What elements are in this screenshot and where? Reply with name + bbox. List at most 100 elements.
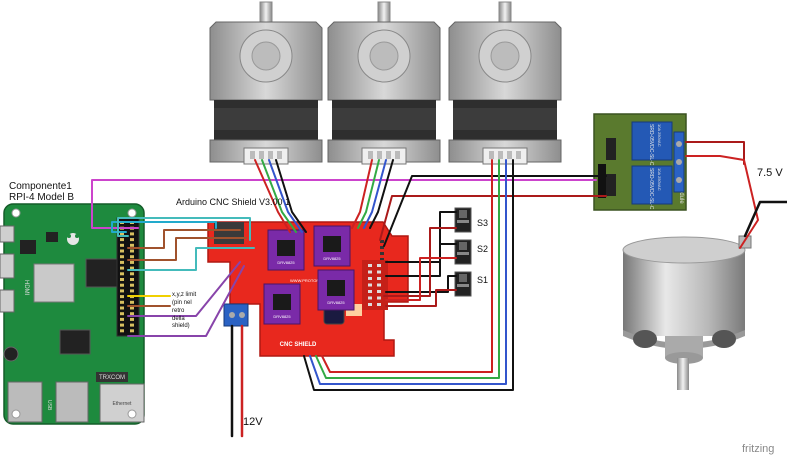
wire-black bbox=[385, 243, 457, 277]
voltage-12v-label: 12V bbox=[243, 416, 263, 428]
wire-dark-red bbox=[685, 141, 745, 165]
driver-chip bbox=[277, 240, 295, 256]
gpio-pin bbox=[120, 255, 124, 259]
motor-connector-pin bbox=[277, 151, 282, 159]
limit-pin bbox=[368, 277, 372, 280]
limit-note-line: della bbox=[172, 316, 185, 322]
wire-black bbox=[275, 159, 307, 233]
limit-switch-s1 bbox=[454, 271, 472, 297]
wire-blue bbox=[363, 159, 387, 229]
dc-power-jack bbox=[214, 222, 244, 244]
gpio-pin bbox=[130, 278, 134, 281]
gpio-pin bbox=[120, 323, 124, 327]
rpi-usb-controller bbox=[59, 329, 91, 355]
switch-s1-label: S1 bbox=[477, 275, 489, 285]
wire-black bbox=[303, 159, 514, 391]
gpio-pin bbox=[130, 317, 134, 321]
gpio-pin bbox=[130, 255, 134, 259]
stepper-driver-2: DRV8825 bbox=[313, 225, 351, 267]
gpio-pin bbox=[120, 312, 124, 316]
wire-green bbox=[357, 159, 380, 229]
limit-pin bbox=[368, 296, 372, 300]
relay-input-header bbox=[598, 164, 606, 198]
shield-pin bbox=[380, 246, 384, 249]
fritzing-watermark: fritzing bbox=[742, 443, 775, 455]
rpi-hdmi-port-2 bbox=[0, 289, 15, 313]
shield-pin bbox=[380, 252, 384, 255]
wire-cyan bbox=[111, 221, 217, 233]
limit-pin bbox=[377, 290, 381, 293]
gpio-pin bbox=[120, 249, 124, 253]
limit-pin bbox=[368, 290, 372, 293]
shield-limit-header bbox=[362, 260, 388, 310]
rpi-usb-text: USB bbox=[46, 400, 52, 411]
gpio-pin bbox=[120, 260, 124, 264]
motor-connector-pin bbox=[507, 151, 512, 159]
motor-connector-pin bbox=[368, 151, 373, 159]
wire-black bbox=[385, 211, 457, 263]
driver-chip bbox=[323, 236, 341, 252]
motor-connector-pin bbox=[395, 151, 400, 159]
stepper-motor-1 bbox=[209, 1, 323, 165]
gpio-pin bbox=[120, 278, 124, 281]
rpi-hdmi-text: HDMI bbox=[23, 280, 29, 296]
shield-pin bbox=[380, 258, 384, 261]
gpio-pin bbox=[120, 306, 124, 310]
limit-pin bbox=[377, 270, 381, 274]
wire-teal bbox=[127, 247, 255, 271]
dc-motor bbox=[622, 235, 752, 390]
gpio-pin bbox=[130, 232, 134, 236]
dc-motor-shaft bbox=[677, 358, 689, 390]
limit-pin bbox=[368, 264, 372, 267]
switch-actuator bbox=[459, 242, 467, 250]
relay-2 bbox=[631, 165, 673, 205]
wire-blue bbox=[268, 159, 303, 233]
stepper-driver-3: DRV8825 bbox=[263, 283, 301, 325]
relay-1 bbox=[631, 121, 673, 161]
gpio-pin bbox=[130, 323, 134, 327]
limit-note-line: retro bbox=[172, 308, 185, 314]
relay-2-rating: 10A 250VAC bbox=[657, 168, 662, 191]
wire-black bbox=[385, 275, 457, 293]
gpio-pin bbox=[120, 272, 124, 276]
driver-chip-text: DRV8825 bbox=[323, 256, 341, 261]
wire-purple bbox=[127, 261, 241, 317]
gpio-pin bbox=[130, 283, 134, 287]
limit-pin bbox=[377, 264, 381, 267]
voltage-7v5-label: 7.5 V bbox=[757, 167, 783, 179]
gpio-pin bbox=[120, 243, 124, 247]
relay-2-part: SRD-05VDC-SL-C bbox=[648, 168, 654, 210]
rpi-audio-jack bbox=[3, 346, 19, 362]
motor-connector-pin bbox=[498, 151, 503, 159]
wire-red bbox=[351, 159, 373, 229]
wire-green bbox=[261, 159, 297, 233]
rpi-ethernet-port bbox=[99, 383, 145, 423]
motor-stator-band bbox=[214, 108, 318, 130]
raspberry-pi-board: TRXCOM Ethernet HDMI USB bbox=[0, 203, 145, 425]
gpio-pin bbox=[120, 283, 124, 287]
driver-chip-text: DRV8825 bbox=[273, 314, 291, 319]
gpio-pin bbox=[120, 317, 124, 321]
limit-pin bbox=[377, 296, 381, 300]
rpi-hdmi-port-1 bbox=[0, 253, 15, 279]
wire-green bbox=[315, 159, 500, 379]
gpio-pin bbox=[120, 232, 124, 236]
motor-connector-pin bbox=[259, 151, 264, 159]
motor-connector-pin bbox=[377, 151, 382, 159]
switch-actuator bbox=[459, 210, 467, 218]
gpio-pin bbox=[130, 266, 134, 270]
switch-lever bbox=[457, 252, 469, 255]
wire-black bbox=[743, 200, 787, 238]
wire-red bbox=[685, 155, 759, 249]
motor-connector-pin bbox=[386, 151, 391, 159]
wire-dark-red bbox=[379, 195, 607, 241]
wire-red bbox=[385, 257, 457, 301]
wire-dark-red bbox=[383, 227, 457, 297]
wire-dark-red bbox=[385, 289, 457, 307]
switch-lever bbox=[457, 284, 469, 287]
stepper-driver-1: DRV8825 bbox=[267, 229, 305, 271]
limit-pin bbox=[377, 277, 381, 280]
wire-red bbox=[321, 159, 493, 373]
cnc-shield: CNC SHIELD WWW.PROTONEER.COM DRV8825DRV8… bbox=[207, 221, 409, 357]
